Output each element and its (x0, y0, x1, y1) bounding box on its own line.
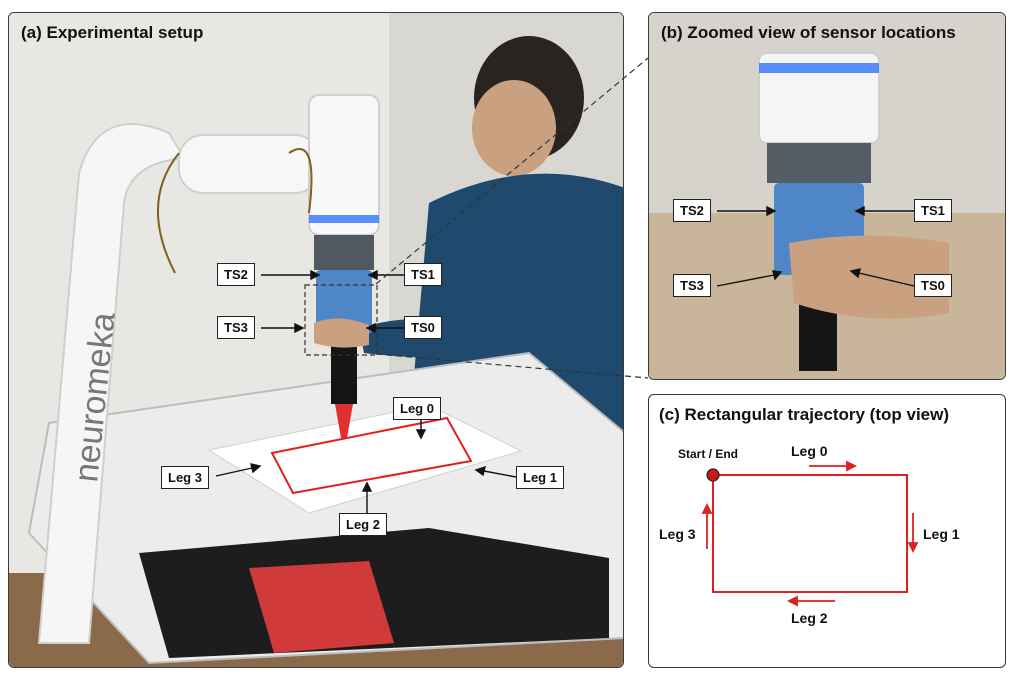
start-end-label: Start / End (678, 447, 739, 461)
setup-photo: neuromeka (9, 13, 623, 667)
label-ts1: TS1 (404, 263, 442, 286)
label-zoom-ts0: TS0 (914, 274, 952, 297)
start-end-dot (706, 468, 720, 482)
trajectory-path (712, 474, 908, 593)
label-leg3: Leg 3 (161, 466, 209, 489)
traj-label-leg3: Leg 3 (659, 526, 696, 542)
label-ts3: TS3 (217, 316, 255, 339)
robot-arm (37, 123, 186, 644)
panel-c-title: (c) Rectangular trajectory (top view) (659, 405, 950, 424)
trajectory-rectangle (270, 416, 473, 495)
panel-zoomed-sensors: (b) Zoomed view of sensor locations TS2 … (648, 12, 1006, 380)
led-ring (309, 215, 379, 223)
label-ts2: TS2 (217, 263, 255, 286)
sensor-block (316, 270, 372, 334)
robot-wrist (308, 94, 380, 236)
label-leg1: Leg 1 (516, 466, 564, 489)
label-zoom-ts1: TS1 (914, 199, 952, 222)
zoom-box (304, 284, 378, 356)
traj-label-leg2: Leg 2 (791, 610, 828, 626)
label-leg2: Leg 2 (339, 513, 387, 536)
label-ts0: TS0 (404, 316, 442, 339)
paper-sheet (207, 404, 523, 514)
trajectory-diagram (701, 460, 919, 607)
label-zoom-ts2: TS2 (673, 199, 711, 222)
zoomed-photo (649, 13, 1005, 379)
panel-experimental-setup: neuromeka (a) Experimental setup TS2 TS1… (8, 12, 624, 668)
label-zoom-ts3: TS3 (673, 274, 711, 297)
panel-b-title: (b) Zoomed view of sensor locations (661, 23, 956, 42)
traj-label-leg1: Leg 1 (923, 526, 960, 542)
traj-label-leg0: Leg 0 (791, 443, 828, 459)
panel-trajectory: (c) Rectangular trajectory (top view) St… (648, 394, 1006, 668)
person-face (472, 80, 556, 176)
label-leg0: Leg 0 (393, 397, 441, 420)
panel-a-title: (a) Experimental setup (21, 23, 204, 42)
zoomed-hand (789, 235, 949, 319)
